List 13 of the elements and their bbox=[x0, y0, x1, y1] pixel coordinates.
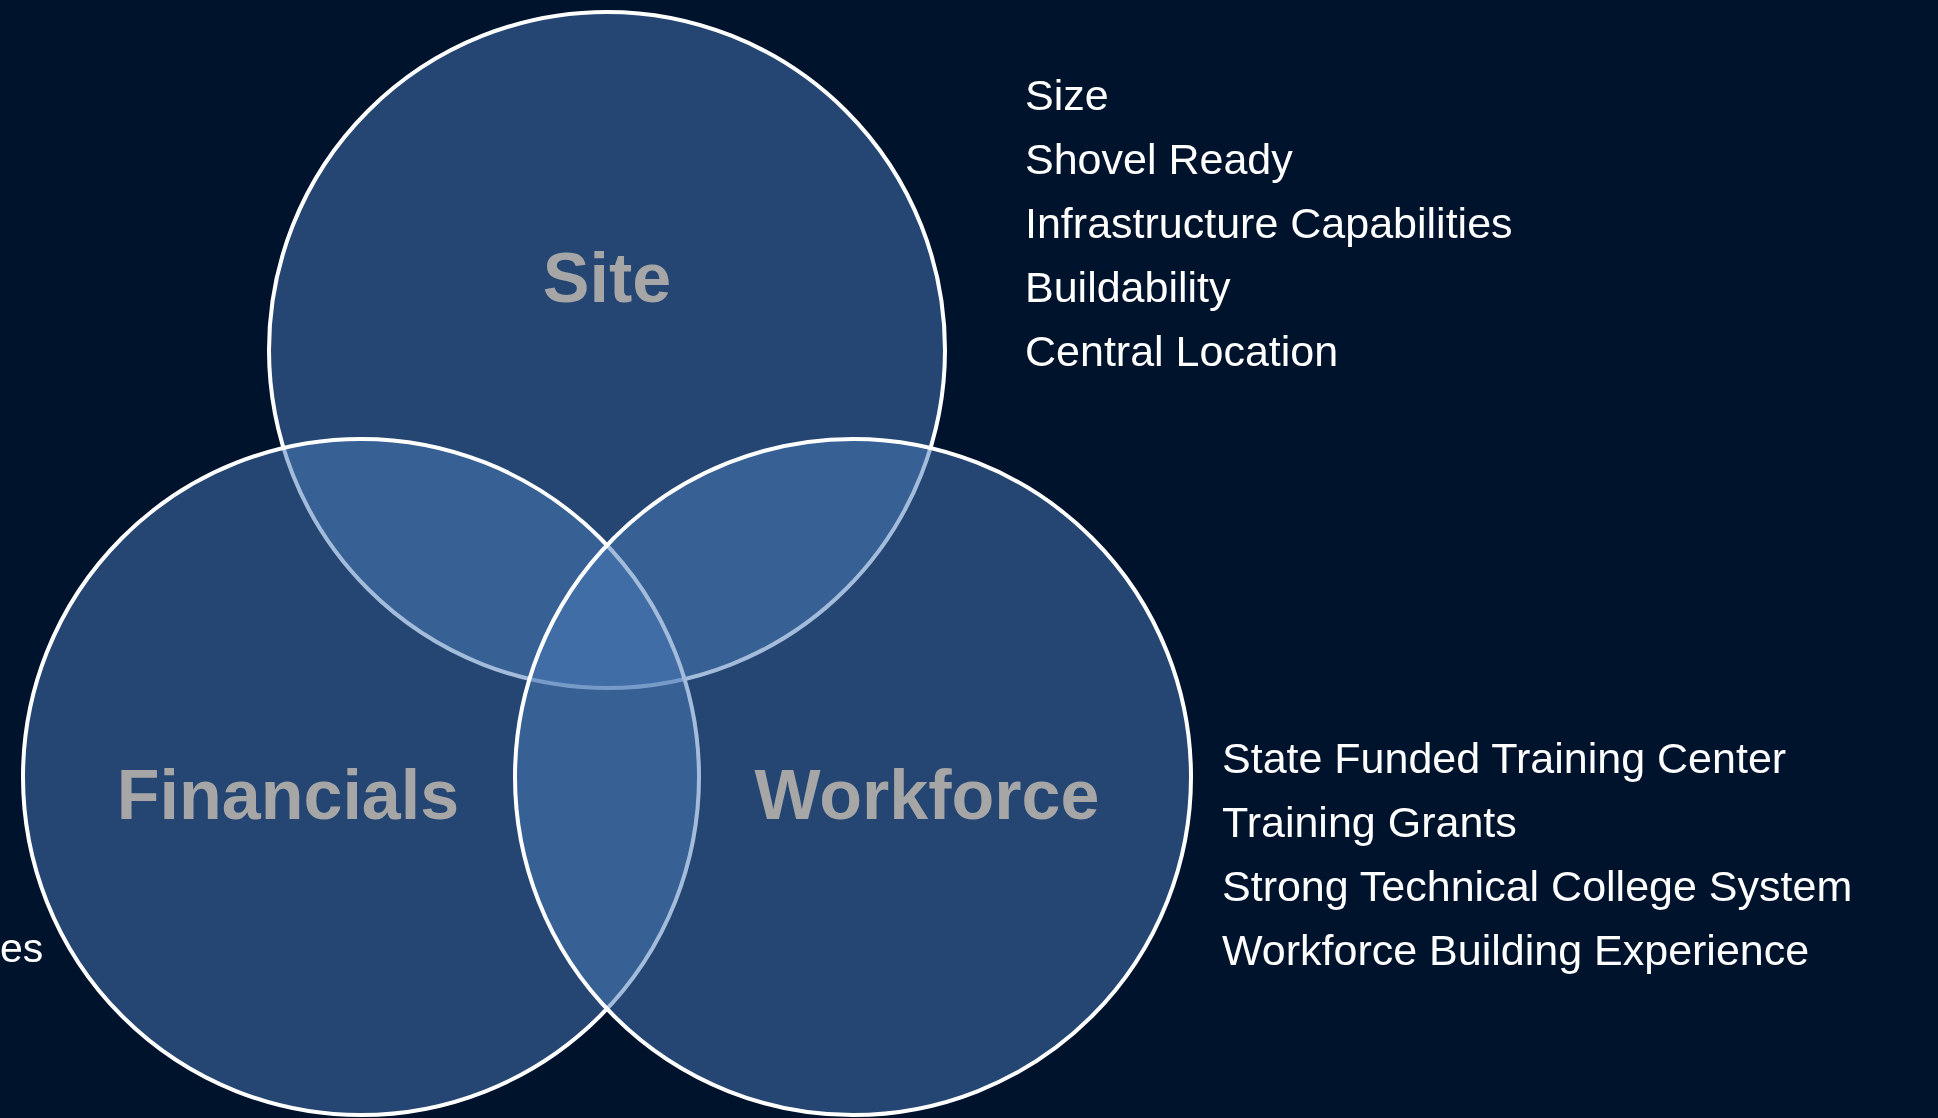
list-item: Strong Technical College System bbox=[1222, 861, 1853, 912]
list-item: Training Grants bbox=[1222, 797, 1517, 848]
list-item: Workforce Building Experience bbox=[1222, 925, 1810, 976]
list-item: Infrastructure Capabilities bbox=[1025, 198, 1513, 249]
list-item: Central Location bbox=[1025, 326, 1339, 377]
list-item: Size bbox=[1025, 70, 1109, 121]
circle-label: Site bbox=[542, 238, 672, 318]
list-item: State Funded Training Center bbox=[1222, 733, 1787, 784]
list-item: Buildability bbox=[1025, 262, 1231, 313]
list-item: es bbox=[0, 925, 44, 972]
circle-label: Financials bbox=[116, 755, 460, 835]
circle-label: Workforce bbox=[754, 755, 1100, 835]
list-item: Shovel Ready bbox=[1025, 134, 1293, 185]
